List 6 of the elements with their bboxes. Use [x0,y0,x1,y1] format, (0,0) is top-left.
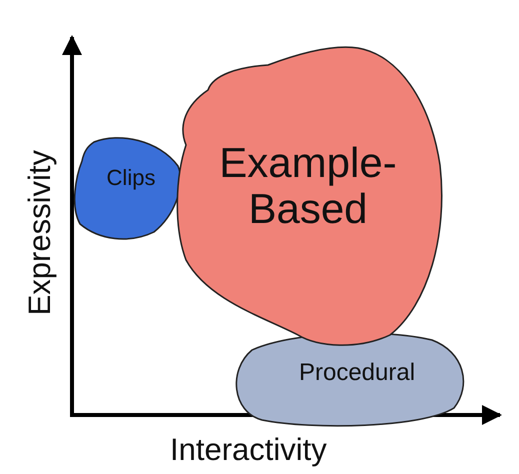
region-label: Clips [106,166,156,190]
region-blob [74,136,182,240]
region-label: Example-Based [218,140,398,232]
axis-label: Interactivity [170,432,327,468]
region-label: Procedural [298,360,416,386]
axis-label: Expressivity [22,150,58,316]
